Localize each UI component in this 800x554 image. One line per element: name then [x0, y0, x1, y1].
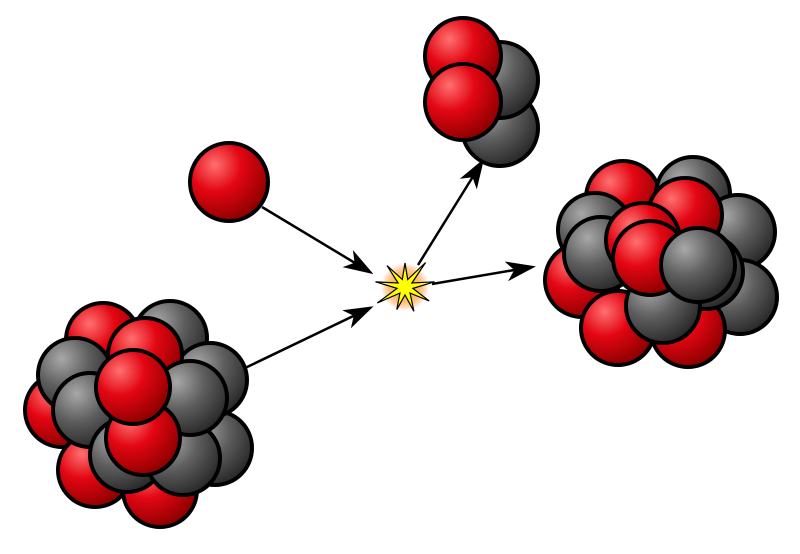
starburst-icon — [375, 262, 435, 312]
arrow-collision-to-heavy-fragment — [431, 261, 536, 286]
target-nucleus — [23, 299, 254, 529]
incoming-proton — [188, 141, 270, 223]
light-fragment — [423, 16, 540, 168]
arrows — [244, 158, 536, 370]
arrow-collision-to-light-fragment — [416, 158, 485, 266]
arrow-nucleus-to-collision — [244, 306, 374, 370]
arrow-proton-to-collision — [261, 205, 374, 275]
heavy-fragment — [543, 155, 779, 369]
